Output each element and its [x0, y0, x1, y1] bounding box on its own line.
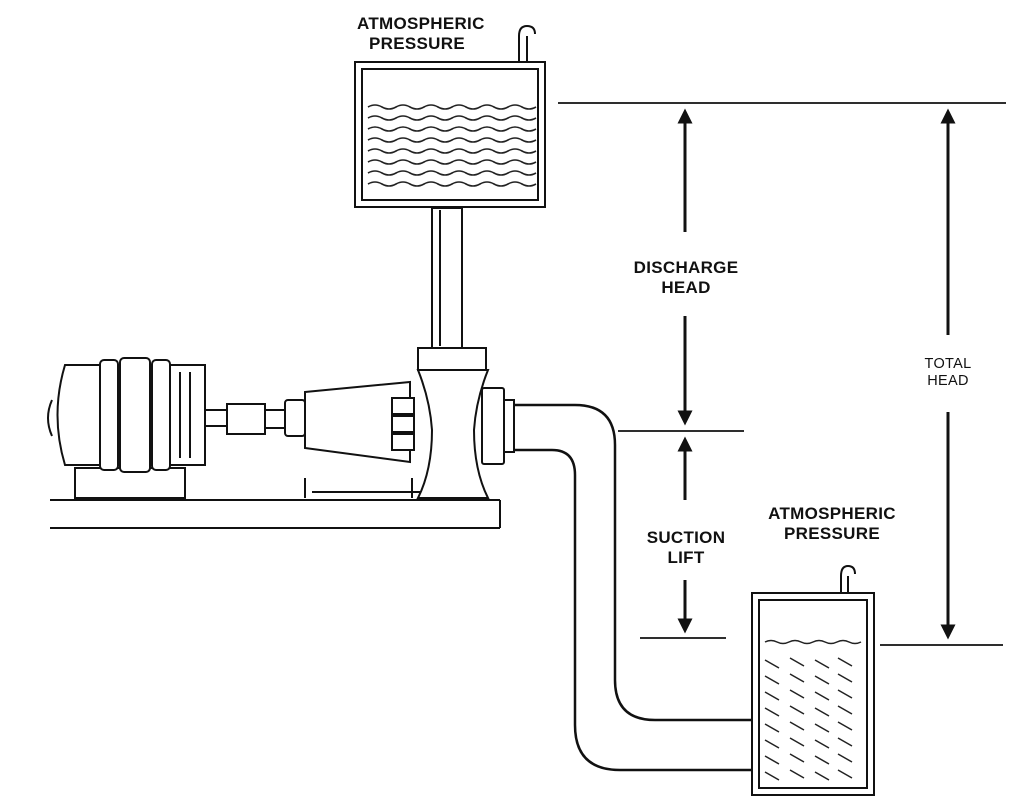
pump-body: [304, 369, 490, 499]
discharge-head-label: DISCHARGE HEAD: [616, 258, 756, 297]
label-line: PRESSURE: [369, 33, 465, 53]
motor: [47, 357, 206, 499]
base-plate: [50, 499, 501, 529]
label-line: SUCTION: [646, 528, 726, 547]
label-line: HEAD: [927, 372, 969, 389]
coupling: [204, 399, 306, 437]
label-line: ATMOSPHERIC: [357, 14, 485, 33]
lower-tank-pressure-label: ATMOSPHERIC PRESSURE: [754, 504, 910, 543]
label-line: DISCHARGE: [633, 258, 739, 277]
discharge-pipe: [417, 207, 487, 371]
upper-tank-water: [367, 104, 537, 187]
label-line: PRESSURE: [784, 523, 880, 543]
lower-tank: [751, 564, 875, 796]
suction-pipe: [514, 403, 752, 772]
suction-lift-label: SUCTION LIFT: [626, 528, 746, 567]
label-line: LIFT: [667, 547, 705, 567]
suction-flange: [481, 387, 515, 465]
label-line: TOTAL: [924, 356, 972, 372]
level-lines: [558, 102, 1006, 646]
lower-tank-water: [764, 639, 862, 781]
upper-tank-pressure-label: ATMOSPHERIC PRESSURE: [357, 14, 485, 53]
label-line: HEAD: [661, 277, 711, 297]
label-line: ATMOSPHERIC: [768, 504, 896, 523]
total-head-label: TOTAL HEAD: [908, 356, 988, 389]
